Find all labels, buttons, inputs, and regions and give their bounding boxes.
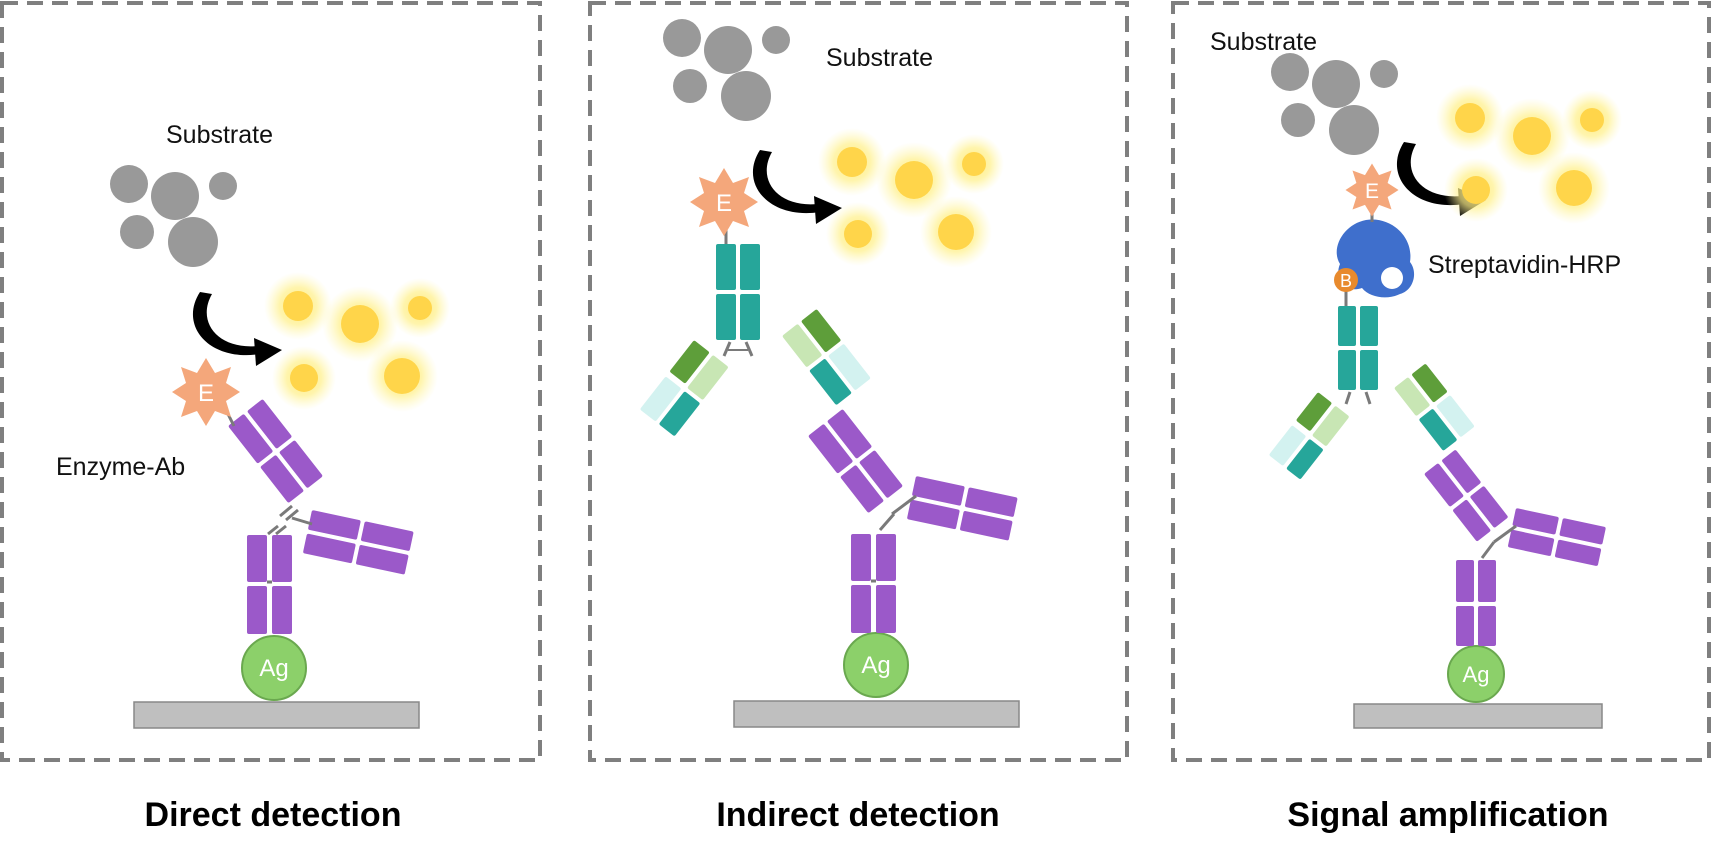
panel-direct-detection: Substrate Ag: [0, 1, 542, 834]
secondary-antibody: [1269, 306, 1474, 479]
conjugate-label: Streptavidin-HRP: [1428, 251, 1621, 279]
panel-caption: Indirect detection: [716, 796, 999, 834]
panel-indirect-detection: Substrate Ag: [588, 1, 1129, 834]
substrate-molecules: [110, 165, 237, 267]
capture-antibody: [228, 399, 414, 634]
panel-signal-amplification: Substrate Ag: [1171, 1, 1711, 834]
plate: [133, 701, 420, 729]
product-glow: [818, 128, 1004, 268]
substrate-label: Substrate: [826, 44, 933, 72]
biotin-icon: [1334, 268, 1358, 292]
substrate-molecules: [663, 19, 790, 121]
enzyme-label: E: [198, 380, 214, 407]
antigen-label: Ag: [259, 655, 288, 682]
primary-antibody: [1424, 450, 1606, 646]
antigen: [1447, 645, 1505, 703]
panel-caption: Signal amplification: [1287, 796, 1608, 834]
antigen-label: Ag: [1463, 662, 1490, 687]
substrate-molecules: [1271, 53, 1398, 155]
enzyme-label: E: [1365, 180, 1379, 203]
panel-caption: Direct detection: [145, 796, 402, 834]
substrate-label: Substrate: [1210, 28, 1317, 56]
antigen: [241, 635, 307, 701]
antigen-label: Ag: [861, 652, 890, 679]
biotin-label: B: [1340, 271, 1352, 291]
substrate-label: Substrate: [166, 121, 273, 149]
secondary-antibody: [640, 244, 871, 436]
plate: [1353, 703, 1603, 729]
plate: [733, 700, 1020, 728]
product-glow: [1436, 84, 1622, 224]
primary-antibody: [808, 409, 1018, 633]
panel-frame: [0, 1, 542, 762]
enzyme-label: E: [716, 190, 732, 217]
panel-frame: [1171, 1, 1711, 762]
panel-frame: [588, 1, 1129, 762]
antigen: [843, 632, 909, 698]
conjugate-label: Enzyme-Ab: [56, 453, 185, 481]
product-glow: [264, 272, 450, 412]
